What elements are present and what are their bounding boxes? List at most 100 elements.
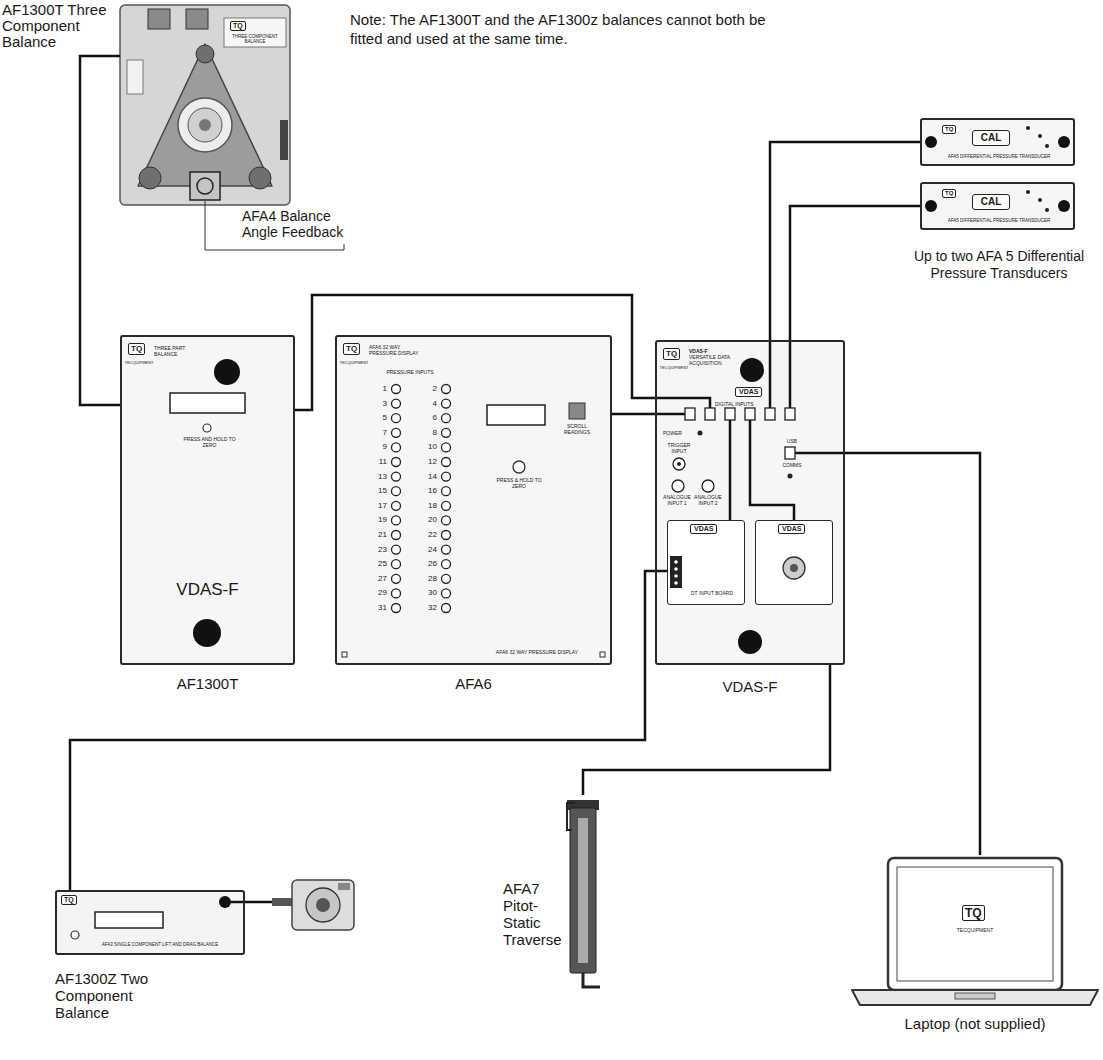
- cable-connector: [612, 414, 655, 415]
- cable-line: [80, 56, 120, 405]
- indicator-dot: [1038, 198, 1042, 202]
- wire-stub: [795, 452, 845, 455]
- pressure-input: [392, 487, 401, 496]
- pressure-input: [392, 560, 401, 569]
- round-connector: [790, 564, 798, 572]
- power-label: POWER: [663, 430, 693, 436]
- scroll-button: [569, 403, 585, 419]
- mounting-knob: [925, 136, 937, 148]
- angle-sensor: [197, 178, 213, 194]
- zero-button-label: PRESS AND HOLD TO ZERO: [182, 436, 237, 448]
- indicator-dot: [1038, 134, 1042, 138]
- input-number: 24: [415, 545, 437, 555]
- balance-foot: [139, 167, 161, 189]
- cable-line: [70, 571, 667, 890]
- input-number: 17: [365, 501, 387, 511]
- transducer-face: [920, 118, 1075, 166]
- balance-display-panel: TQ TECQUIPMENTTHREE PART BALANCE PRESS AND…: [120, 335, 295, 665]
- cable-line: [770, 142, 920, 340]
- component-heading: AFA7 Pitot-Static Traverse: [503, 880, 563, 948]
- pressure-input: [442, 516, 451, 525]
- terminal-pin: [674, 581, 678, 585]
- balance-hub: [306, 888, 340, 922]
- input-number: 16: [415, 486, 437, 496]
- panel-title: AFA3 SINGLE COMPONENT LIFT AND DRAG BALA…: [85, 942, 235, 947]
- laptop-unit: TQTECQUIPMENTLaptop (not supplied): [850, 855, 1100, 1010]
- pressure-input: [392, 545, 401, 554]
- balance-foot: [249, 167, 271, 189]
- analogue-label: ANALOGUE INPUT 1: [661, 494, 693, 506]
- input-number: 8: [415, 428, 437, 438]
- input-number: 9: [365, 442, 387, 452]
- balance-connector: [148, 9, 170, 29]
- panel-title: AFA6 32 WAY PRESSURE DISPLAY: [477, 649, 597, 655]
- calibrate-button: CAL: [972, 194, 1010, 210]
- panel-caption: AFA5 DIFFERENTIAL PRESSURE TRANSDUCER: [940, 154, 1058, 159]
- input-number: 15: [365, 486, 387, 496]
- digital-port: [705, 408, 715, 420]
- panel-face: [655, 340, 845, 665]
- mounting-knob: [1058, 136, 1070, 148]
- pressure-input: [392, 604, 401, 613]
- input-number: 11: [365, 457, 387, 467]
- maker-logo: TQ: [942, 189, 956, 198]
- pressure-input: [392, 501, 401, 510]
- input-board: VDAS: [755, 520, 833, 605]
- input-number: 23: [365, 545, 387, 555]
- component-heading: VDAS-F: [657, 678, 843, 696]
- board-face: [755, 520, 833, 605]
- pressure-input: [442, 560, 451, 569]
- input-number: 31: [365, 603, 387, 613]
- data-acquisition-panel: TQTECQUIPMENTVDAS-FVERSATILE DATA ACQUIS…: [655, 340, 845, 665]
- balance-triangle: [138, 44, 272, 186]
- mounting-knob: [214, 359, 240, 385]
- lcd-display: [487, 405, 545, 425]
- maker-logo: TQ: [343, 343, 360, 355]
- mounting-knob: [738, 630, 762, 654]
- input-number: 25: [365, 559, 387, 569]
- input-number: 30: [415, 588, 437, 598]
- cable-connector: [845, 453, 980, 855]
- balance-hub: [188, 108, 222, 142]
- input-number: 21: [365, 530, 387, 540]
- button-label: SCROLL READINGS: [557, 423, 597, 435]
- mounting-knob: [1058, 200, 1070, 212]
- input-number: 22: [415, 530, 437, 540]
- input-number: 12: [415, 457, 437, 467]
- cable-line: [845, 453, 980, 855]
- callout-label: AFA4 Balance Angle Feedback: [242, 208, 347, 240]
- pressure-input: [392, 589, 401, 598]
- laptop-display: [897, 867, 1053, 981]
- analogue-socket: [672, 480, 684, 492]
- cable-line: [790, 206, 920, 340]
- balance-tab: [280, 120, 288, 160]
- input-number: 27: [365, 574, 387, 584]
- input-number: 28: [415, 574, 437, 584]
- input-number: 32: [415, 603, 437, 613]
- balance-plate: [224, 18, 286, 47]
- pressure-input: [392, 399, 401, 408]
- transducer-panel: TQCALAFA5 DIFFERENTIAL PRESSURE TRANSDUC…: [920, 118, 1075, 166]
- zero-button: [203, 424, 211, 432]
- terminal-pin: [674, 574, 678, 578]
- maker-name: TECQUIPMENT: [124, 361, 154, 366]
- maker-logo: TQ: [128, 343, 145, 355]
- input-number: 5: [365, 413, 387, 423]
- note-text: Note: The AF1300T and the AF1300z balanc…: [350, 10, 795, 48]
- cable-connector: [295, 295, 655, 410]
- terminal-block: [670, 556, 682, 588]
- maker-name: TECQUIPMENT: [659, 366, 689, 371]
- corner-mark: [600, 652, 605, 657]
- cable-line: [295, 295, 655, 410]
- panel-title: THREE PART BALANCE: [154, 345, 199, 357]
- pressure-input: [392, 414, 401, 423]
- traverse-unit: AFA7 Pitot-Static Traverse: [565, 795, 603, 990]
- cable-connector: [583, 665, 830, 795]
- balance-tab: [338, 883, 350, 890]
- laptop-touchpad: [955, 993, 995, 999]
- pitot-tube: [567, 803, 575, 830]
- indicator-dot: [1026, 190, 1030, 194]
- panel-title: VDAS-F: [689, 348, 729, 354]
- balance-rod: [272, 898, 292, 906]
- traverse-body: [570, 808, 596, 973]
